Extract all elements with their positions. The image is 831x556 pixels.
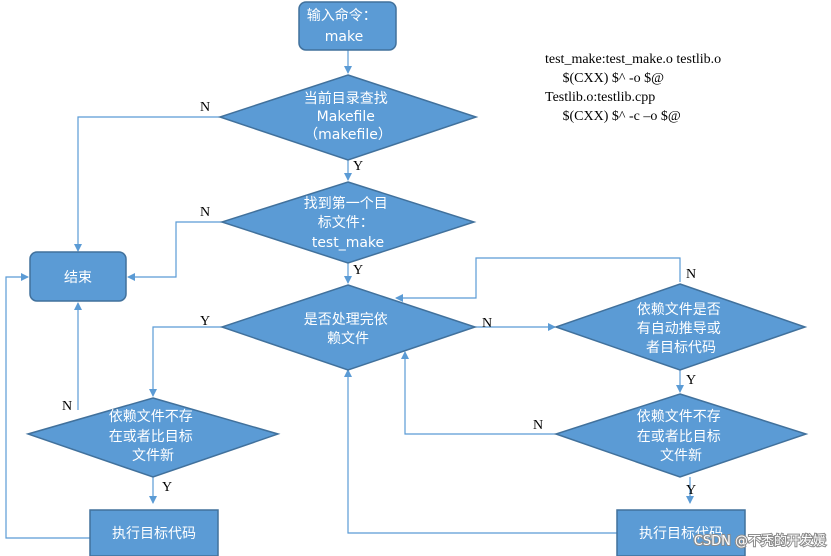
edge-right-no-loop — [401, 351, 556, 435]
edge-exec-left-to-end — [5, 273, 90, 539]
edge-processed-yes-to-left — [149, 326, 222, 397]
label-left-missing-yes: Y — [162, 480, 172, 495]
find-makefile-line-1: 当前目录查找 — [304, 90, 388, 107]
label-processed-no: N — [482, 316, 492, 331]
dep-missing-left-line-3: 文件新 — [132, 448, 174, 464]
edge-rule-no-loop — [395, 257, 681, 302]
code-line-1: test_make:test_make.o testlib.o — [545, 52, 721, 67]
all-processed-decision — [219, 284, 478, 371]
label-makefile-no: N — [200, 100, 210, 115]
edge-target-no-to-end — [127, 221, 222, 281]
label-left-missing-no: N — [62, 399, 72, 414]
label-rule-no: N — [686, 267, 696, 282]
dep-has-rule-line-2: 有自动推导或 — [637, 321, 721, 337]
find-makefile-decision — [217, 74, 479, 161]
exec-left-node — [89, 509, 219, 556]
dep-missing-left-line-1: 依赖文件不存 — [109, 409, 193, 425]
code-line-3: Testlib.o:testlib.cpp — [545, 90, 655, 105]
watermark: CSDN @不秃的开发媛 — [694, 533, 826, 549]
find-makefile-text: 当前目录查找 Makefile （makefile） — [304, 90, 392, 143]
label-target-no: N — [200, 205, 210, 220]
exec-right-text: 执行目标代码 — [639, 526, 723, 542]
label-right-missing-no: N — [533, 418, 543, 433]
edge-exec-right-loop — [344, 369, 617, 534]
find-target-decision — [219, 181, 477, 264]
input-make-node — [298, 1, 397, 51]
dep-missing-right-text: 依赖文件不存 在或者比目标 文件新 — [637, 409, 725, 464]
end-node — [29, 251, 127, 302]
dep-has-rule-text: 依赖文件是否 有自动推导或 者目标代码 — [637, 302, 725, 356]
label-rule-yes: Y — [686, 373, 696, 388]
label-target-yes: Y — [353, 263, 363, 278]
find-target-line-1: 找到第一个目 — [304, 195, 388, 212]
dep-missing-right-line-3: 文件新 — [660, 448, 702, 464]
all-processed-line-1: 是否处理完依 — [304, 312, 388, 328]
dep-has-rule-line-3: 者目标代码 — [646, 340, 716, 356]
exec-left-text: 执行目标代码 — [112, 526, 196, 542]
find-makefile-line-2: Makefile — [317, 109, 375, 125]
label-makefile-yes: Y — [353, 159, 363, 174]
code-line-2: $(CXX) $^ -o $@ — [545, 71, 664, 86]
dep-has-rule-decision — [553, 283, 808, 371]
dep-missing-right-line-1: 依赖文件不存 — [637, 409, 721, 425]
input-make-text: 输入命令： make — [307, 7, 381, 45]
dep-has-rule-line-1: 依赖文件是否 — [637, 302, 721, 318]
dep-missing-left-decision — [25, 397, 281, 478]
input-make-line-2: make — [325, 29, 363, 45]
edge-makefile-no-to-end — [74, 116, 220, 252]
find-target-text: 找到第一个目 标文件： test_make — [304, 195, 392, 251]
dep-missing-right-line-2: 在或者比目标 — [637, 429, 721, 445]
input-make-line-1: 输入命令： — [307, 7, 377, 24]
code-line-4: $(CXX) $^ -c –o $@ — [545, 109, 681, 124]
all-processed-line-2: 赖文件 — [327, 331, 369, 347]
label-right-missing-yes: Y — [686, 483, 696, 498]
find-target-line-2: 标文件： — [318, 215, 374, 231]
label-processed-yes: Y — [200, 314, 210, 329]
dep-missing-left-text: 依赖文件不存 在或者比目标 文件新 — [109, 409, 197, 464]
makefile-code: test_make:test_make.o testlib.o $(CXX) $… — [0, 0, 739, 124]
exec-right-node — [616, 509, 746, 556]
find-target-line-3: test_make — [312, 235, 384, 251]
find-makefile-line-3: （makefile） — [304, 127, 392, 143]
all-processed-text: 是否处理完依 赖文件 — [304, 312, 392, 347]
end-text: 结束 — [64, 270, 92, 286]
dep-missing-left-line-2: 在或者比目标 — [109, 429, 193, 445]
dep-missing-right-decision — [553, 393, 809, 478]
